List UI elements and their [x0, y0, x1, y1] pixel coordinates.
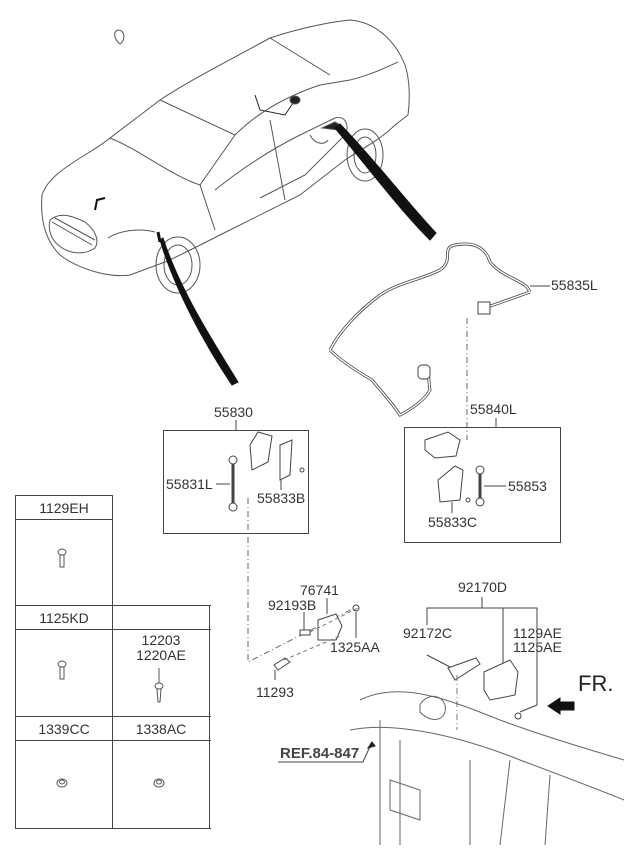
front-direction-label: FR.: [578, 671, 614, 696]
label-55853: 55853: [508, 478, 547, 494]
bracket-76741-parts: [273, 598, 360, 680]
label-1125AE: 1125AE: [513, 639, 562, 655]
reference-link[interactable]: REF.84-847: [280, 745, 360, 762]
module-92170D-parts: [426, 597, 538, 730]
label-55835L: 55835L: [551, 277, 598, 293]
front-sensor-box: [163, 430, 309, 534]
fastener-header-1125KD: 1125KD: [39, 610, 89, 626]
label-55833C: 55833C: [428, 514, 478, 530]
label-55840L: 55840L: [470, 401, 517, 417]
label-11293: 11293: [256, 684, 294, 700]
label-1129AE: 1129AE: [513, 625, 562, 641]
label-55830: 55830: [214, 404, 253, 420]
fastener-header-1339CC: 1339CC: [38, 721, 90, 737]
label-55831L: 55831L: [166, 476, 213, 492]
label-92193B: 92193B: [268, 597, 317, 613]
fastener-item-1220AE: 1220AE: [136, 647, 186, 663]
label-1325AA: 1325AA: [330, 639, 380, 655]
front-arrow-icon: [547, 697, 575, 715]
front-sensor-parts: [216, 431, 305, 512]
car-illustration: [41, 19, 410, 294]
fastener-header-1129EH: 1129EH: [39, 500, 89, 516]
fastener-header-1338AC: 1338AC: [135, 721, 187, 737]
label-76741: 76741: [300, 582, 339, 598]
rear-sensor-box: [404, 427, 561, 543]
label-92172C: 92172C: [403, 625, 453, 641]
rear-sensor-parts: [424, 431, 506, 513]
body-structure: [349, 691, 624, 846]
leader-wedge-rear: [334, 123, 437, 241]
leader-wedge-front: [159, 237, 239, 386]
label-55833B: 55833B: [257, 490, 306, 506]
fastener-item-12203: 12203: [141, 632, 181, 648]
label-92170D: 92170D: [458, 579, 508, 595]
